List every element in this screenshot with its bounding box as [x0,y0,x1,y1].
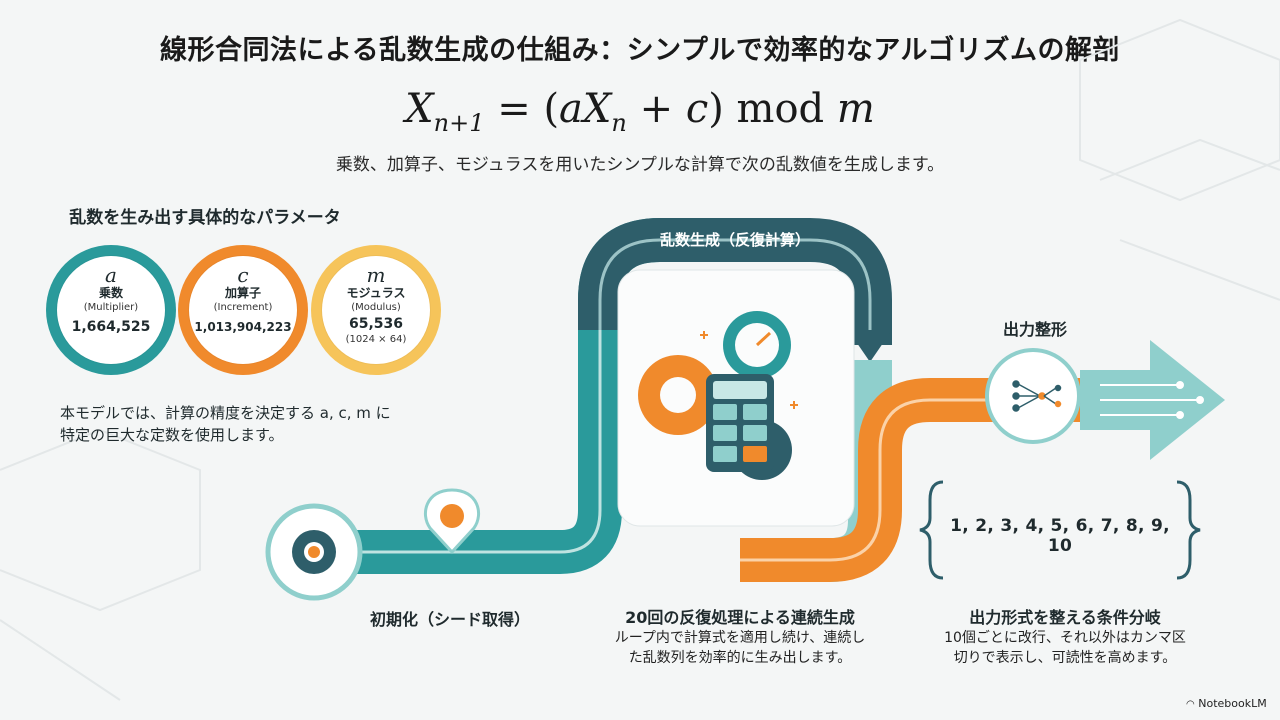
output-sequence: 1, 2, 3, 4, 5, 6, 7, 8, 9, 10 [950,516,1170,556]
modulus-circle: m モジュラス (Modulus) 65,536 (1024 × 64) [322,256,430,364]
sort-nodes-icon [1012,380,1062,412]
gears-calculator-icon [638,311,792,480]
location-pin-icon [423,488,481,555]
multiplier-circle: a 乗数 (Multiplier) 1,664,525 [57,256,165,364]
modulus-name: モジュラス [346,286,406,300]
increment-name: 加算子 [224,286,261,300]
format-heading: 出力形式を整える条件分岐 [969,608,1161,627]
format-block: 出力形式を整える条件分岐 10個ごとに改行、それ以外はカンマ区 切りで表示し、可… [920,604,1210,668]
formula-equals: = [497,86,531,132]
iter-block: 20回の反復処理による連続生成 ループ内で計算式を適用し続け、連続し た乱数列を… [570,604,910,668]
lcg-formula: Xn+1 = (aXn + c) mod m [0,86,1280,137]
brand-label: ◠ NotebookLM [1186,697,1267,710]
format-desc-line1: 10個ごとに改行、それ以外はカンマ区 [944,630,1186,646]
left-brace [919,480,944,580]
notebook-icon: ◠ [1186,699,1195,710]
increment-circle: c 加算子 (Increment) 1,013,904,223 [189,256,297,364]
sparkle-icons [700,331,798,409]
right-brace [1176,480,1201,580]
formula-x-sub: n [611,109,627,137]
formula-lhs-sub: n+1 [433,109,485,137]
increment-en: (Increment) [213,302,273,313]
formula-m: m [836,86,875,132]
iter-desc-line1: ループ内で計算式を適用し続け、連続し [614,630,866,646]
loop-arch-line [598,238,872,345]
multiplier-name: 乗数 [98,286,123,300]
params-note-line1: 本モデルでは、計算の精度を決定する a, c, m に [60,404,391,422]
loop-arrow-tip [848,330,892,362]
modulus-value: 65,536 [348,316,404,332]
gear-icon [292,530,336,574]
page-title: 線形合同法による乱数生成の仕組み：シンプルで効率的なアルゴリズムの解剖 [159,35,1121,66]
modulus-note: (1024 × 64) [345,334,407,345]
formula-close-paren: ) [708,86,724,132]
iter-desc-line2: た乱数列を効率的に生み出します。 [628,650,852,666]
brand-text: NotebookLM [1198,697,1267,710]
output-label: 出力整形 [1002,320,1067,339]
formula-open-paren: ( [543,86,560,132]
modulus-en: (Modulus) [351,302,401,313]
iter-heading: 20回の反復処理による連続生成 [625,608,855,627]
params-note-line2: 特定の巨大な定数を使用します。 [60,426,284,444]
increment-var: c [237,263,249,287]
loop-label: 乱数生成（反復計算） [659,231,810,249]
multiplier-en: (Multiplier) [83,302,139,313]
background-pattern [0,18,1280,701]
init-label: 初期化（シード取得） [369,610,530,629]
params-note: 本モデルでは、計算の精度を決定する a, c, m に 特定の巨大な定数を使用し… [60,402,430,446]
subtitle: 乗数、加算子、モジュラスを用いたシンプルな計算で次の乱数値を生成します。 [335,155,945,175]
formula-c: c [685,86,709,132]
params-heading: 乱数を生み出す具体的なパラメータ [69,208,341,228]
formula-plus: + [639,86,674,132]
formula-mod: mod [736,86,825,132]
multiplier-value: 1,664,525 [71,319,151,335]
modulus-var: m [366,263,386,287]
formula-x: X [582,86,612,132]
formula-lhs-var: X [405,86,434,132]
format-desc-line2: 切りで表示し、可読性を高めます。 [953,650,1177,666]
orange-path-line [740,398,1100,562]
circuit-lines [1100,381,1204,419]
increment-value: 1,013,904,223 [194,320,292,334]
formula-a: a [559,86,583,132]
multiplier-var: a [105,263,117,287]
